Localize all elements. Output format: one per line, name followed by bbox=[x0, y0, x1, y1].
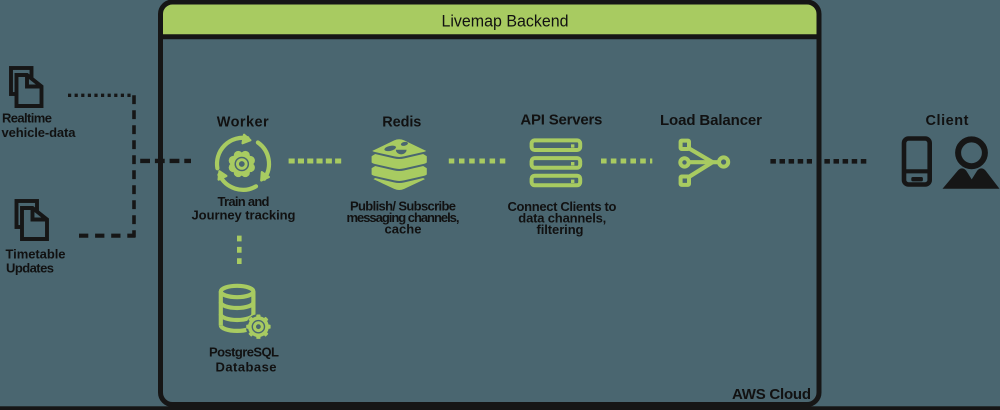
svg-text:Journey tracking: Journey tracking bbox=[192, 207, 296, 222]
svg-text:data channels,: data channels, bbox=[518, 210, 606, 225]
svg-text:vehicle-data: vehicle-data bbox=[2, 125, 77, 140]
svg-text:Realtime: Realtime bbox=[2, 111, 52, 126]
svg-text:Connect Clients to: Connect Clients to bbox=[508, 199, 617, 214]
svg-text:Worker: Worker bbox=[217, 115, 269, 131]
svg-text:Livemap Backend: Livemap Backend bbox=[442, 12, 569, 31]
svg-text:Redis: Redis bbox=[382, 114, 421, 130]
svg-text:API Servers: API Servers bbox=[520, 111, 602, 128]
svg-text:Client: Client bbox=[926, 113, 969, 129]
svg-text:Database: Database bbox=[216, 360, 277, 375]
svg-text:AWS Cloud: AWS Cloud bbox=[732, 386, 811, 403]
svg-text:cache: cache bbox=[385, 222, 422, 237]
svg-text:Publish/ Subscribe: Publish/ Subscribe bbox=[350, 199, 456, 214]
svg-text:PostgreSQL: PostgreSQL bbox=[209, 345, 279, 360]
svg-text:filtering: filtering bbox=[537, 222, 584, 237]
svg-text:Train and: Train and bbox=[218, 194, 270, 209]
svg-text:Updates: Updates bbox=[6, 261, 54, 276]
svg-text:Timetable: Timetable bbox=[6, 247, 66, 262]
svg-text:Load Balancer: Load Balancer bbox=[660, 112, 762, 129]
svg-text:messaging channels,: messaging channels, bbox=[347, 210, 460, 225]
